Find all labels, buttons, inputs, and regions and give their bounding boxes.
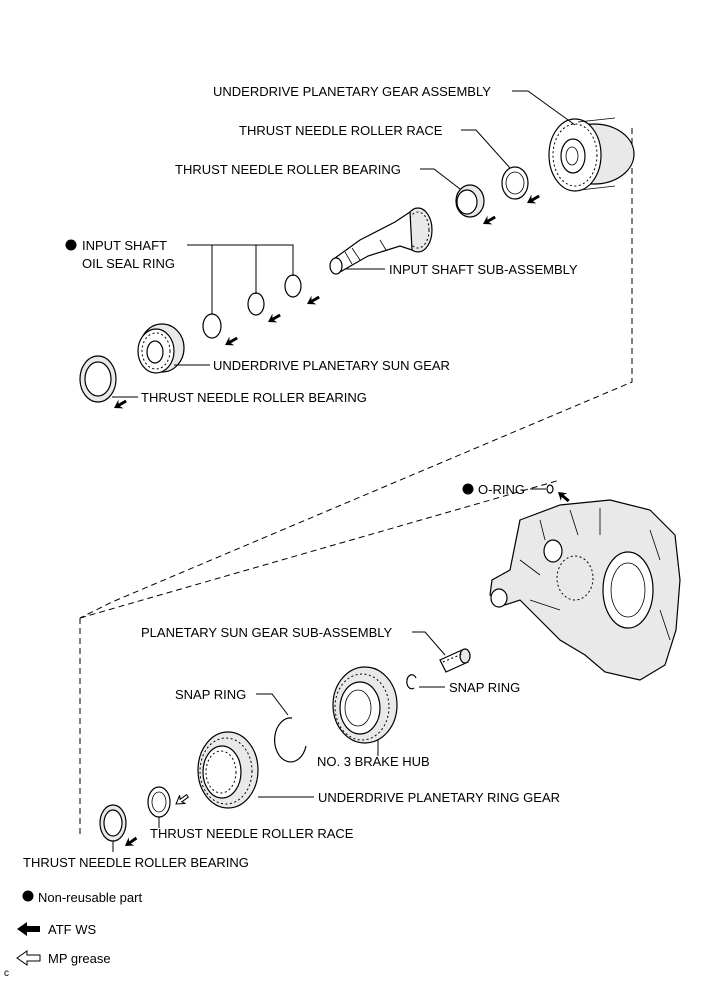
oil-seal-ring-1 — [202, 313, 222, 339]
planetary-sun-gear-sub-assembly-part — [439, 648, 471, 673]
snap-ring-right-part — [406, 674, 417, 690]
atf-arrow — [524, 191, 542, 208]
thrust-race-top-part — [501, 166, 529, 200]
o-ring-part — [546, 484, 554, 494]
thrust-bearing-bottom-part — [99, 804, 127, 842]
leader — [412, 631, 446, 656]
label-snap-ring-left: SNAP RING — [175, 687, 246, 702]
no3-brake-hub-part — [332, 666, 398, 744]
label-no3-brake-hub: NO. 3 BRAKE HUB — [317, 754, 430, 769]
corner-mark: c — [4, 968, 9, 979]
label-thrust-needle-roller-race-bottom: THRUST NEEDLE ROLLER RACE — [150, 826, 354, 841]
non-reusable-dot — [462, 483, 474, 495]
atf-arrow — [265, 310, 283, 327]
atf-arrow — [222, 333, 240, 350]
underdrive-ring-gear-part — [197, 731, 259, 809]
leader — [256, 693, 289, 716]
label-input-shaft-sub-assembly: INPUT SHAFT SUB-ASSEMBLY — [389, 262, 578, 277]
leader — [420, 168, 461, 190]
atf-arrow — [111, 396, 129, 413]
leader — [187, 244, 294, 314]
label-thrust-needle-roller-bearing-top: THRUST NEEDLE ROLLER BEARING — [175, 162, 401, 177]
underdrive-planetary-gear-assembly-part — [548, 117, 635, 192]
mp-grease-arrow — [172, 791, 191, 809]
leader — [512, 90, 576, 126]
legend-atf-ws: ATF WS — [48, 922, 96, 937]
mp-grease-legend-arrow — [16, 950, 41, 966]
legend-mp-grease: MP grease — [48, 951, 111, 966]
label-underdrive-planetary-ring-gear: UNDERDRIVE PLANETARY RING GEAR — [318, 790, 560, 805]
label-snap-ring-right: SNAP RING — [449, 680, 520, 695]
leader — [461, 129, 511, 169]
label-underdrive-planetary-sun-gear: UNDERDRIVE PLANETARY SUN GEAR — [213, 358, 450, 373]
oil-seal-ring-2 — [247, 292, 265, 316]
label-input-shaft-oil-seal-ring-line2: OIL SEAL RING — [82, 256, 175, 271]
label-thrust-needle-roller-bearing-mid: THRUST NEEDLE ROLLER BEARING — [141, 390, 367, 405]
snap-ring-left-part — [274, 717, 307, 763]
underdrive-sun-gear-part — [137, 323, 185, 374]
atf-arrow — [122, 833, 140, 851]
atf-ws-legend-arrow — [17, 922, 40, 936]
oil-seal-ring-3 — [284, 274, 302, 298]
atf-arrow — [304, 292, 322, 309]
label-underdrive-planetary-gear-assembly: UNDERDRIVE PLANETARY GEAR ASSEMBLY — [213, 84, 491, 99]
label-input-shaft-oil-seal-ring-line1: INPUT SHAFT — [82, 238, 167, 253]
thrust-race-bottom-part — [147, 786, 171, 818]
legend-non-reusable: Non-reusable part — [38, 890, 142, 905]
atf-arrow — [480, 212, 498, 229]
transaxle-case-part — [489, 499, 681, 681]
label-thrust-needle-roller-bearing-bottom: THRUST NEEDLE ROLLER BEARING — [23, 855, 249, 870]
lower-center-line-right — [79, 479, 561, 619]
atf-arrow — [554, 488, 572, 505]
label-o-ring: O-RING — [478, 482, 525, 497]
non-reusable-dot — [65, 239, 77, 251]
thrust-bearing-top-part — [455, 184, 485, 218]
label-thrust-needle-roller-race-top: THRUST NEEDLE ROLLER RACE — [239, 123, 443, 138]
input-shaft-part — [329, 207, 433, 275]
legend: Non-reusable part ATF WS MP grease — [16, 890, 142, 966]
thrust-bearing-mid-part — [79, 355, 117, 403]
label-planetary-sun-gear-sub-assembly: PLANETARY SUN GEAR SUB-ASSEMBLY — [141, 625, 392, 640]
non-reusable-legend-dot — [22, 890, 34, 902]
